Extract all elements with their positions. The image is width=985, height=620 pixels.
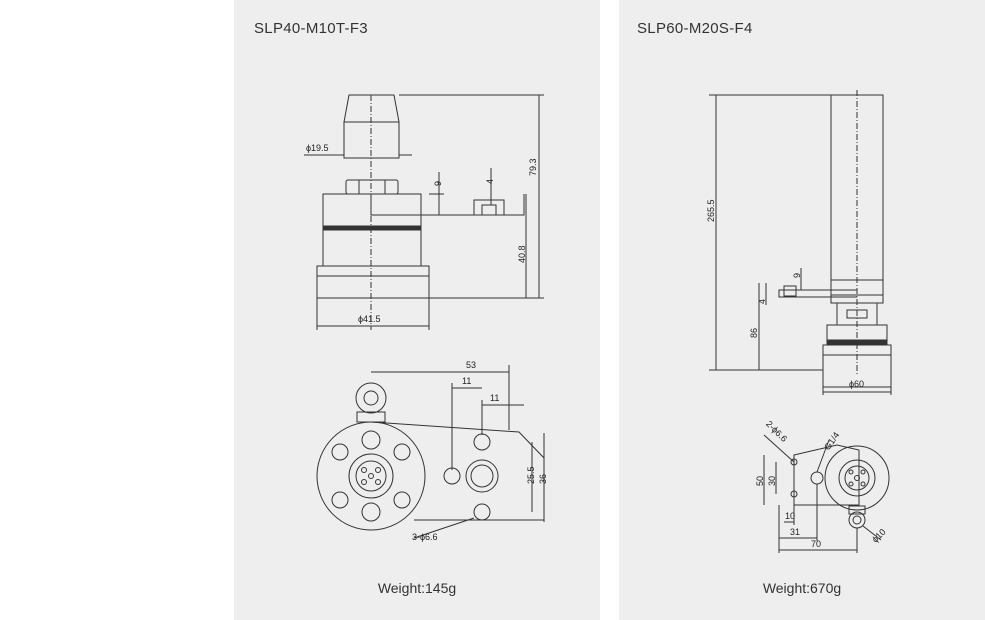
model-title: SLP40-M10T-F3	[254, 20, 368, 37]
dim-11b: 11	[490, 393, 499, 403]
dim-70: 70	[811, 539, 821, 549]
drawing-slp60: 265.5 9 4 86 ϕ60 2-ϕ6.6 G1/4	[706, 90, 892, 553]
dim-31: 31	[790, 527, 800, 537]
drawing-slp40: ϕ19.5 9 4 79.3 40.8 ϕ41.5	[304, 94, 548, 542]
side-view: ϕ19.5 9 4 79.3 40.8 ϕ41.5	[304, 94, 544, 330]
panel-slp40: SLP40-M10T-F3 ϕ19.5 9 4 79.3	[234, 0, 600, 620]
dim-41-5: ϕ41.5	[358, 314, 381, 324]
dim-50: 50	[755, 476, 765, 486]
panel-slp60: SLP60-M20S-F4 265.5 9 4 86	[619, 0, 985, 620]
plan-view: 2-ϕ6.6 G1/4 50 30 10 31 70 ϕ10	[755, 419, 890, 553]
weight-label: Weight:145g	[377, 580, 457, 596]
plan-view: 53 11 11 25.5 36 3-ϕ6.6	[316, 360, 548, 542]
dim-30: 30	[767, 476, 777, 486]
weight-label: Weight:670g	[762, 580, 842, 596]
side-view: 265.5 9 4 86 ϕ60	[706, 90, 892, 395]
dim-diameter: ϕ19.5	[306, 143, 329, 153]
dim-9: 9	[433, 181, 443, 186]
dim-86: 86	[749, 328, 759, 338]
dim-60: ϕ60	[849, 379, 864, 389]
dim-265-5: 265.5	[706, 199, 716, 222]
dim-g14: G1/4	[822, 430, 841, 452]
dim-phi10: ϕ10	[870, 527, 888, 545]
dim-10: 10	[785, 511, 795, 521]
dim-4: 4	[757, 299, 767, 304]
dim-79-3: 79.3	[528, 158, 538, 176]
dim-53: 53	[466, 360, 476, 370]
dim-holes: 2-ϕ6.6	[764, 419, 789, 444]
dim-25-5: 25.5	[526, 466, 536, 484]
dim-4: 4	[485, 179, 495, 184]
dim-36: 36	[538, 474, 548, 484]
dim-11a: 11	[462, 376, 471, 386]
dim-holes: 3-ϕ6.6	[412, 532, 438, 542]
model-title: SLP60-M20S-F4	[637, 20, 753, 37]
dim-9: 9	[792, 273, 802, 278]
dim-40-8: 40.8	[517, 245, 527, 263]
